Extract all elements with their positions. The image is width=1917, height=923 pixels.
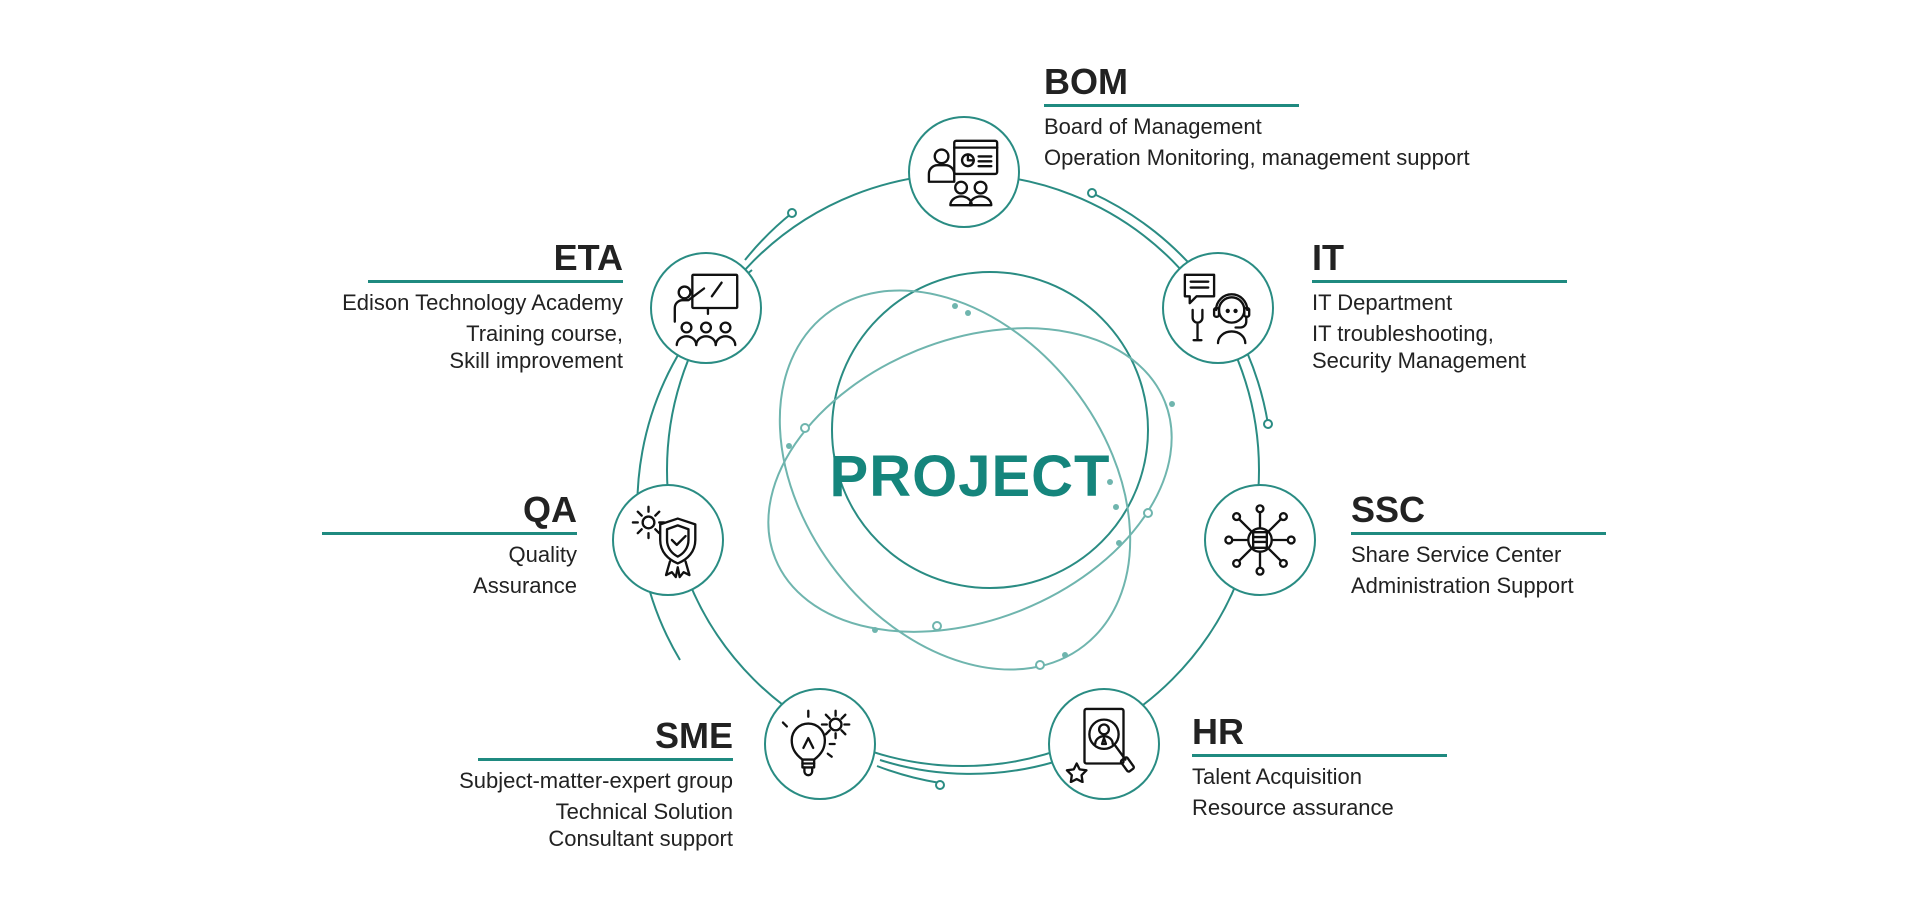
orbit-dot [1035, 660, 1045, 670]
node-qa [612, 484, 724, 596]
description-line: Consultant support [548, 826, 733, 851]
orbit-dot [1143, 508, 1153, 518]
orbit-dot [787, 208, 797, 218]
department-title: BOM [1044, 61, 1128, 102]
talent-search-icon [1065, 707, 1135, 783]
description-line: Talent Acquisition [1192, 764, 1362, 789]
node-bom [908, 116, 1020, 228]
label-sme: SME Subject-matter-expert group Technica… [459, 716, 733, 852]
support-headset-icon [1183, 273, 1251, 345]
description-line: Subject-matter-expert group [459, 768, 733, 793]
orbit-dot [872, 627, 878, 633]
description-line: Resource assurance [1192, 795, 1394, 820]
description-line: Quality [508, 542, 577, 567]
title-underline [478, 758, 733, 761]
orbit-ellipse-1 [767, 327, 1173, 633]
title-underline [1044, 104, 1299, 107]
orbit-dot [1087, 188, 1097, 198]
description-line: Administration Support [1351, 573, 1574, 598]
department-title: ETA [553, 237, 623, 278]
label-it: IT IT Department IT troubleshooting, Sec… [1312, 238, 1567, 374]
node-it [1162, 252, 1274, 364]
department-title: QA [523, 489, 577, 530]
quality-shield-icon [631, 505, 697, 579]
label-eta: ETA Edison Technology Academy Training c… [342, 238, 623, 374]
upper-left-arc [744, 212, 793, 261]
orbit-dot [800, 423, 810, 433]
label-bom: BOM Board of Management Operation Monito… [1044, 62, 1470, 171]
training-class-icon [673, 273, 739, 347]
title-underline [1192, 754, 1447, 757]
title-underline [368, 280, 623, 283]
department-title: HR [1192, 711, 1244, 752]
label-qa: QA Quality Assurance [322, 490, 577, 599]
description-line: Security Management [1312, 348, 1526, 373]
label-ssc: SSC Share Service Center Administration … [1351, 490, 1606, 599]
orbit-dot [932, 621, 942, 631]
orbit-dot [1107, 479, 1113, 485]
center-circle [831, 271, 1149, 589]
description-line: Training course, [466, 321, 623, 346]
title-underline [1351, 532, 1606, 535]
department-title: SSC [1351, 489, 1426, 530]
orbit-ellipse-2 [778, 289, 1132, 671]
description-line: Share Service Center [1351, 542, 1562, 567]
description-line: Technical Solution [555, 799, 733, 824]
project-title: PROJECT [829, 444, 1111, 509]
description-line: Operation Monitoring, management support [1044, 145, 1470, 170]
description-line: Edison Technology Academy [342, 290, 623, 315]
orbit-dot [1116, 540, 1122, 546]
orbit-dot [952, 303, 958, 309]
node-ssc [1204, 484, 1316, 596]
network-hub-icon [1224, 504, 1296, 576]
orbit-dot [1062, 652, 1068, 658]
description-line: IT troubleshooting, [1312, 321, 1494, 346]
presentation-icon [927, 139, 999, 207]
department-title: SME [654, 715, 733, 756]
title-underline [1312, 280, 1567, 283]
label-hr: HR Talent Acquisition Resource assurance [1192, 712, 1447, 821]
orbit-dot [965, 310, 971, 316]
bottom-right-arc [879, 759, 1055, 775]
orbit-dot [1169, 401, 1175, 407]
node-eta [650, 252, 762, 364]
description-line: Assurance [473, 573, 577, 598]
idea-gear-icon [781, 709, 851, 777]
department-title: IT [1312, 237, 1344, 278]
orbit-dot [935, 780, 945, 790]
title-underline [322, 532, 577, 535]
node-sme [764, 688, 876, 800]
bottom-arc [876, 765, 941, 784]
orbit-dot [1263, 419, 1273, 429]
description-line: Skill improvement [449, 348, 623, 373]
description-line: Board of Management [1044, 114, 1262, 139]
orbit-dot [786, 443, 792, 449]
orbit-dot [1113, 504, 1119, 510]
node-hr [1048, 688, 1160, 800]
description-line: IT Department [1312, 290, 1453, 315]
